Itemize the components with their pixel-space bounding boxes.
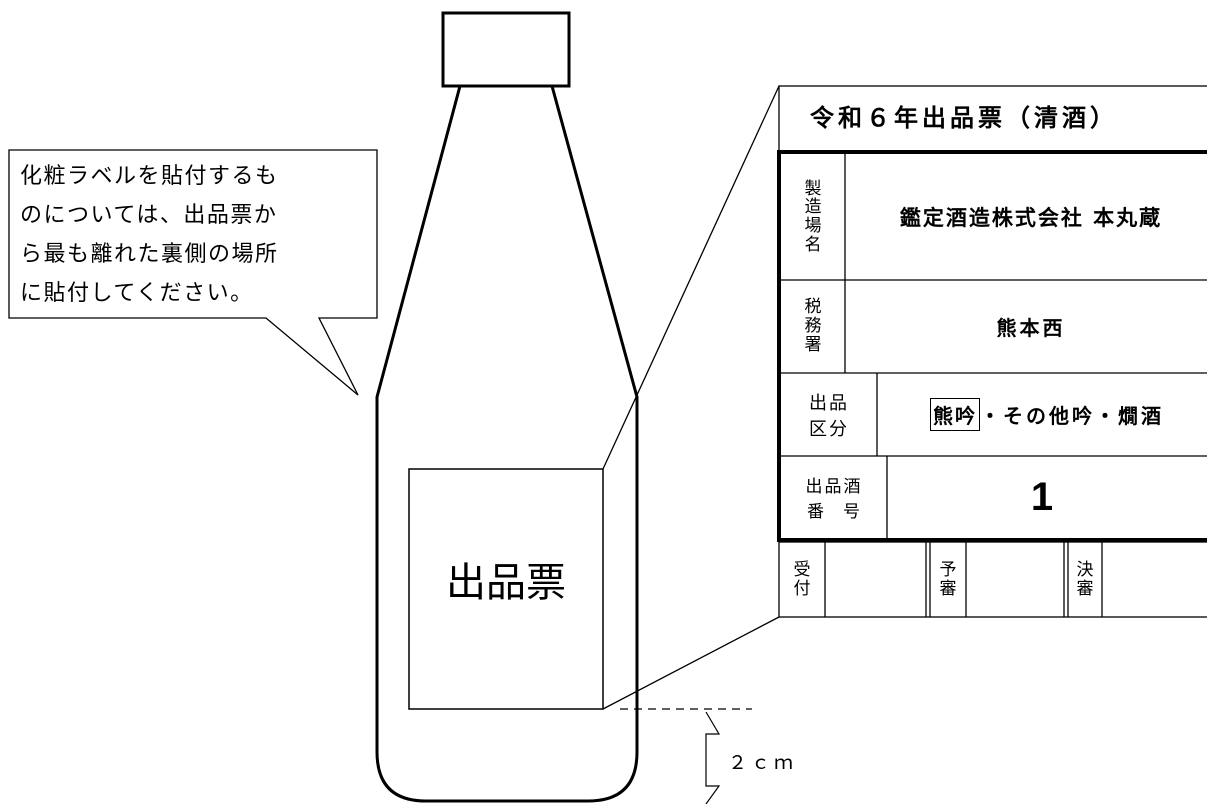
ticket-main-table [777, 150, 1207, 542]
bottle-label-text: 出品票 [446, 560, 566, 606]
category-label-1: 出品 [809, 392, 849, 414]
number-label-1: 出品酒 [805, 477, 863, 497]
callout-line-1: 化粧ラベルを貼付するも [20, 164, 279, 189]
stamp-preliminary-label-cell: 予審 [930, 542, 966, 617]
callout-bubble [8, 149, 378, 396]
stamp-preliminary-label: 予審 [939, 559, 957, 599]
tax-office-value: 熊本西 [996, 316, 1066, 340]
bottle-cap [441, 11, 571, 88]
ticket-title: 令和６年出品票（清酒） [810, 104, 1118, 132]
factory-value-cell: 鑑定酒造株式会社 本丸蔵 [845, 154, 1207, 280]
bottle-body [375, 85, 639, 803]
tax-office-label-cell: 税務署 [781, 280, 845, 373]
stamp-final-label: 決審 [1076, 559, 1094, 599]
number-value: 1 [1030, 474, 1054, 519]
number-value-cell: 1 [887, 456, 1207, 538]
ticket-title-box [778, 85, 1207, 153]
stamp-row [778, 541, 1207, 618]
bottle-label [408, 468, 604, 710]
distance-text: ２ｃｍ [728, 752, 798, 774]
factory-value: 鑑定酒造株式会社 本丸蔵 [899, 206, 1163, 230]
callout-line-3: ら最も離れた裏側の場所 [20, 242, 279, 267]
category-selected-option: 熊吟 [930, 398, 980, 431]
stamp-received-label: 受付 [793, 559, 811, 599]
zoom-line-top [602, 85, 780, 470]
number-label-2: 番 号 [807, 502, 861, 522]
stamp-received-label-cell: 受付 [779, 542, 825, 617]
callout-line-2: のについては、出品票か [20, 203, 278, 228]
callout-line-4: に貼付してください。 [20, 281, 254, 306]
category-value-cell: 熊吟 ・その他吟・燗酒 [877, 373, 1207, 456]
number-label-cell: 出品酒 番 号 [781, 456, 887, 538]
stamp-final-label-cell: 決審 [1068, 542, 1102, 617]
zoom-line-bottom [602, 616, 780, 710]
tax-office-label: 税務署 [804, 297, 822, 355]
factory-label-cell: 製造場名 [781, 154, 845, 280]
category-label-cell: 出品 区分 [781, 373, 877, 456]
distance-brace [705, 711, 721, 804]
category-label-2: 区分 [809, 418, 849, 440]
tax-office-value-cell: 熊本西 [845, 280, 1207, 373]
factory-label: 製造場名 [804, 178, 822, 255]
category-other-options: ・その他吟・燗酒 [980, 404, 1164, 428]
